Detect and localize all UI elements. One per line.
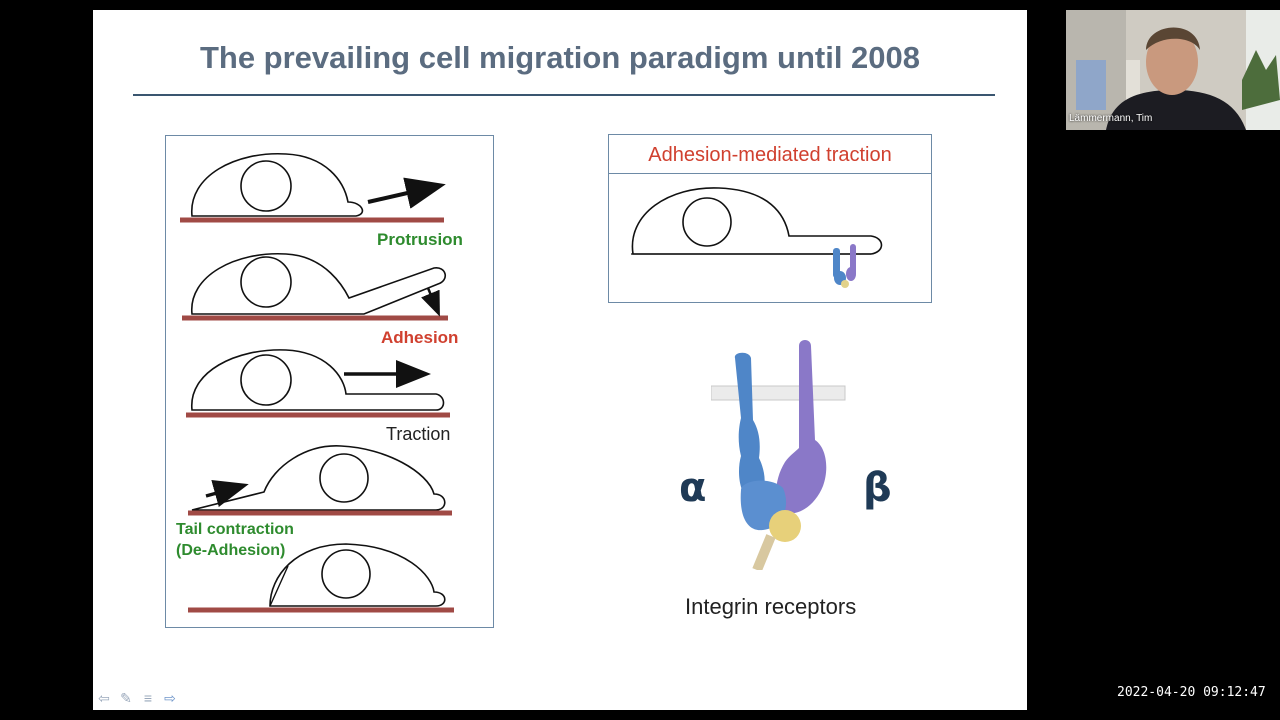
title-divider	[133, 94, 995, 96]
recording-timestamp: 2022-04-20 09:12:47	[1117, 685, 1266, 700]
cell-step-traction	[186, 349, 450, 418]
slide-title: The prevailing cell migration paradigm u…	[199, 40, 921, 75]
adhesion-traction-title: Adhesion-mediated traction	[609, 135, 931, 174]
integrin-illustration	[711, 340, 846, 570]
menu-icon[interactable]: ≡	[143, 690, 153, 706]
speaker-video	[1066, 10, 1280, 130]
slide: The prevailing cell migration paradigm u…	[93, 10, 1027, 710]
integrin-caption: Integrin receptors	[685, 594, 857, 619]
cell-step-final	[188, 543, 454, 613]
label-protrusion: Protrusion	[377, 230, 463, 249]
adhesion-cell-diagram	[631, 187, 883, 288]
adhesion-traction-panel: Adhesion-mediated traction	[608, 134, 932, 303]
migration-cycle-panel: Protrusion Adhesion Traction Tail contra…	[165, 135, 494, 628]
participant-name: Lämmermann, Tim	[1069, 113, 1153, 124]
arrow-left-icon[interactable]: ⇦	[98, 690, 110, 706]
label-tail-contraction: Tail contraction	[176, 521, 294, 538]
pen-icon[interactable]: ✎	[120, 690, 132, 706]
label-traction: Traction	[386, 424, 451, 444]
alpha-label: α	[679, 465, 707, 511]
webcam-thumbnail[interactable]: Lämmermann, Tim	[1066, 10, 1280, 130]
migration-cycle-diagram	[180, 152, 454, 613]
label-de-adhesion: (De-Adhesion)	[176, 542, 286, 559]
label-adhesion: Adhesion	[381, 328, 459, 347]
beta-label: β	[863, 465, 892, 511]
arrow-right-icon[interactable]: ⇨	[164, 690, 176, 706]
cell-step-adhesion	[182, 253, 448, 321]
cell-step-tail-contraction	[188, 445, 452, 516]
cell-step-protrusion	[180, 152, 446, 223]
slide-navigation: ⇦ ✎ ≡ ⇨	[95, 690, 179, 708]
